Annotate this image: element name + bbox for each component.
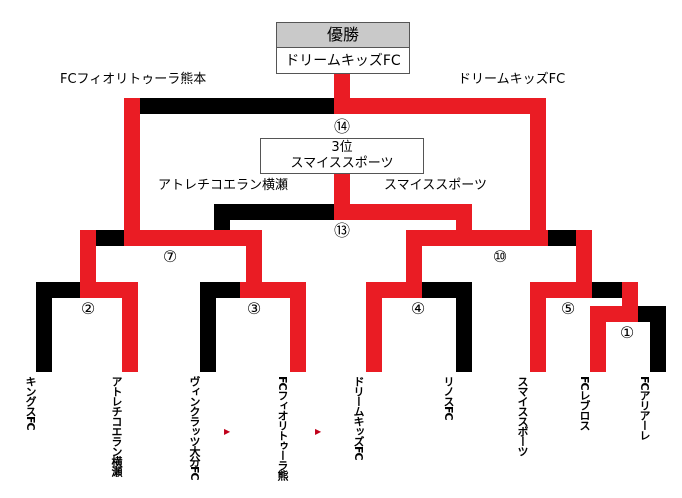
team-name: ドリームキッズFC (352, 376, 365, 460)
champion-box: 優勝 ドリームキッズFC (276, 22, 410, 74)
line-segment (334, 98, 546, 114)
third-match-left-team: アトレチコエラン横瀬 (158, 178, 289, 193)
line-segment (530, 282, 592, 298)
team-name: スマイススポーツ (516, 376, 529, 456)
line-segment (650, 306, 666, 372)
line-segment (124, 98, 140, 230)
third-place-header: 3位 (331, 140, 353, 155)
line-segment (334, 74, 350, 98)
triangle-marker-icon: ▶ (315, 427, 322, 436)
team-name: ヴィンクラッツ大分FC (188, 376, 201, 480)
final-right-team: ドリームキッズFC (458, 72, 566, 87)
line-segment (366, 282, 382, 372)
line-segment (366, 282, 422, 298)
match-number-5: ⑤ (560, 299, 576, 318)
line-segment (590, 306, 606, 372)
match-number-2: ② (80, 299, 96, 318)
line-segment (334, 204, 470, 220)
match-number-10: ⑩ (492, 247, 508, 266)
line-segment (122, 282, 138, 372)
match-number-3: ③ (246, 299, 262, 318)
line-segment (36, 282, 52, 372)
line-segment (200, 282, 216, 372)
line-segment (240, 282, 306, 298)
line-segment (576, 230, 592, 282)
line-segment (80, 230, 96, 298)
line-segment (590, 282, 622, 298)
line-segment (200, 282, 250, 298)
match-number-4: ④ (410, 299, 426, 318)
line-segment (124, 230, 262, 246)
team-name: アトレチコエラン横瀬 (110, 376, 123, 476)
line-segment (290, 282, 306, 372)
match-number-13: ⑬ (333, 221, 350, 240)
champion-header: 優勝 (277, 23, 409, 48)
line-segment (456, 204, 472, 232)
line-segment (334, 174, 350, 204)
third-place-box: 3位 スマイススポーツ (260, 138, 424, 174)
line-segment (406, 230, 548, 246)
line-segment (456, 282, 472, 372)
third-match-right-team: スマイススポーツ (384, 178, 487, 193)
final-left-team: FCフィオリトゥーラ熊本 (60, 72, 207, 87)
line-segment (530, 98, 546, 230)
line-segment (622, 282, 638, 322)
match-number-7: ⑦ (162, 247, 178, 266)
line-segment (36, 282, 86, 298)
team-name: FCアリアーレ (638, 376, 651, 440)
team-name: FCレブロス (578, 376, 591, 430)
third-place-name: スマイススポーツ (290, 156, 394, 171)
team-name: リノスFC (442, 376, 455, 420)
line-segment (214, 204, 230, 232)
line-segment (214, 204, 334, 220)
match-number-14: ⑭ (333, 117, 350, 136)
match-number-1: ① (619, 323, 635, 342)
team-name: キングスFC (24, 376, 37, 430)
line-segment (530, 282, 546, 372)
triangle-marker-icon: ▶ (224, 427, 231, 436)
line-segment (140, 98, 336, 114)
line-segment (246, 230, 262, 282)
champion-name: ドリームキッズFC (285, 53, 401, 69)
line-segment (94, 230, 124, 246)
team-name: FCフィオリトゥーラ熊 (276, 376, 289, 480)
